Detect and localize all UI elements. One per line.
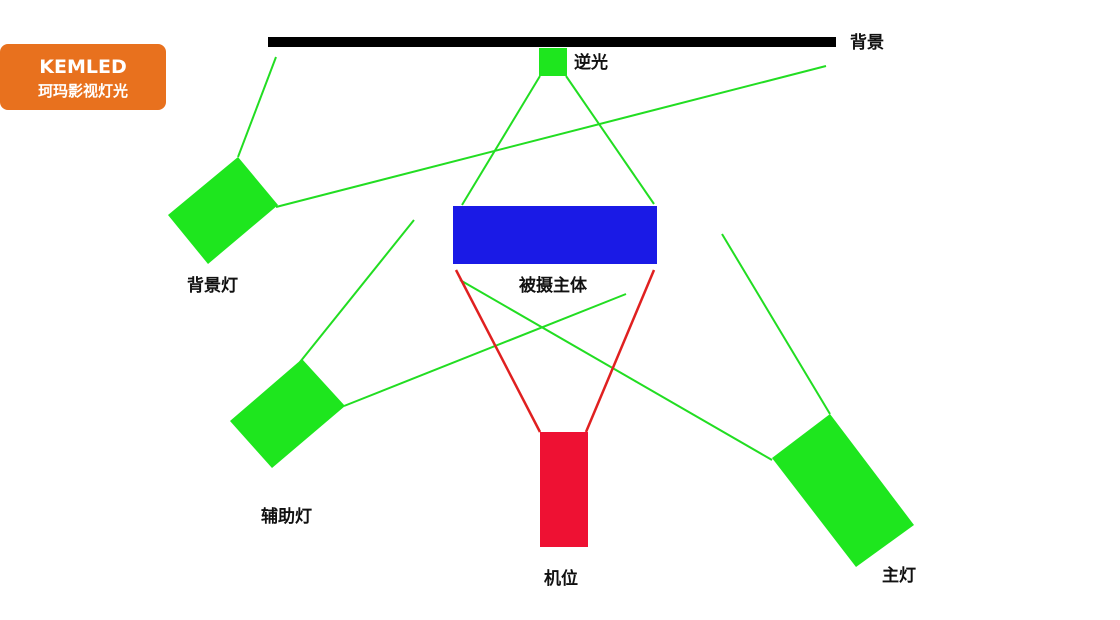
logo-brand-text: KEMLED — [39, 56, 126, 78]
key-light-label: 主灯 — [882, 565, 916, 586]
backlight-beam-right — [565, 75, 655, 205]
logo-badge — [0, 44, 166, 110]
camera-view-lines — [454, 269, 656, 433]
subject-label: 被摄主体 — [519, 275, 588, 296]
backlight — [539, 48, 567, 76]
background-light-beam-up — [237, 56, 277, 158]
key-light-beam-cross — [459, 279, 773, 461]
kemled-logo: KEMLED 珂玛影视灯光 — [0, 44, 166, 110]
subject — [453, 206, 657, 264]
key-light — [772, 414, 914, 567]
fill-light-beam-up — [299, 219, 415, 363]
backlight-beam-left — [461, 75, 541, 206]
backlight-label: 逆光 — [574, 52, 608, 73]
fill-light-label: 辅助灯 — [261, 506, 312, 527]
background-label: 背景 — [850, 32, 884, 53]
backdrop-bar — [268, 37, 836, 47]
camera-label: 机位 — [544, 568, 578, 589]
fill-light-beam-cross — [343, 293, 627, 407]
key-light-beam-up — [721, 233, 831, 415]
background-light — [168, 157, 278, 264]
fill-light — [230, 359, 345, 468]
camera-view-left — [454, 269, 542, 433]
background-light-label: 背景灯 — [187, 275, 238, 296]
background-light-beam-long — [275, 65, 827, 208]
camera — [540, 432, 588, 547]
logo-tagline-text: 珂玛影视灯光 — [38, 82, 128, 100]
light-beams — [237, 56, 831, 461]
camera-view-right — [584, 269, 656, 433]
